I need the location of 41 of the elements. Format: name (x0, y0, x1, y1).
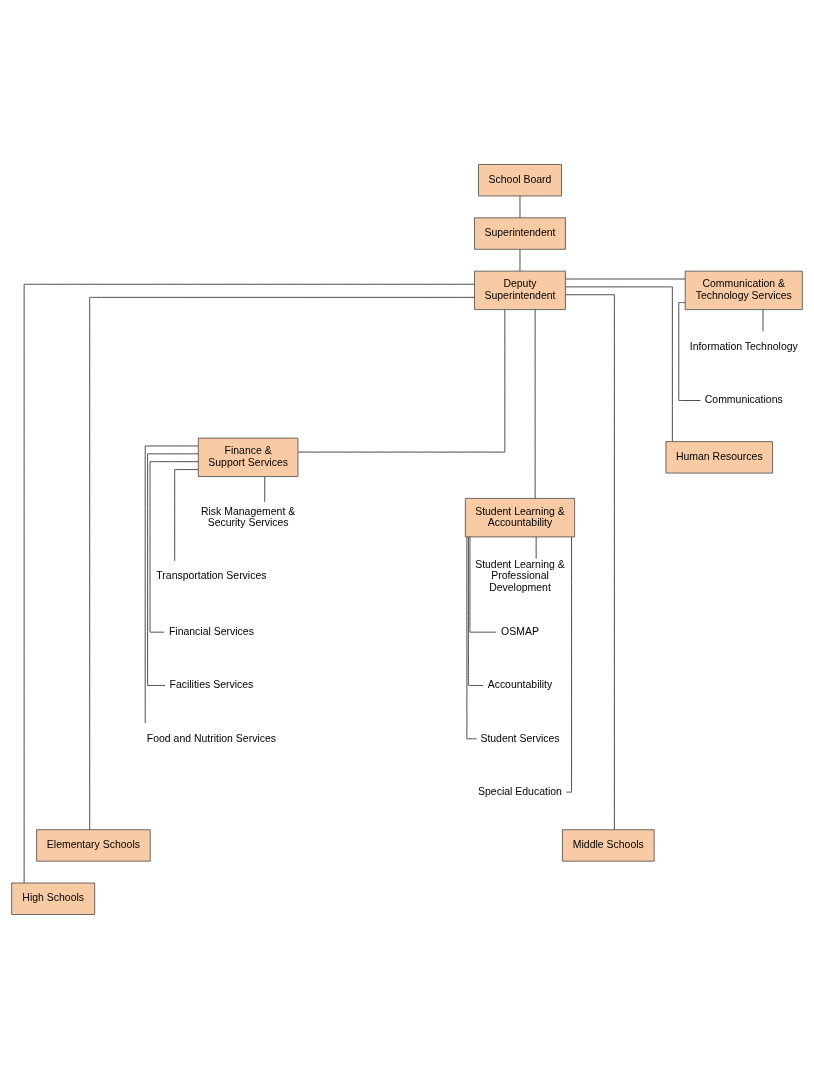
connector (535, 536, 537, 559)
connector (565, 285, 673, 442)
connector (297, 308, 506, 453)
connector (149, 460, 199, 633)
node-box: Elementary Schools (36, 828, 151, 862)
connector (147, 452, 199, 686)
connector (519, 248, 521, 271)
connector (762, 308, 764, 332)
node-text: Special Education (478, 785, 562, 797)
connector (519, 195, 521, 218)
connector (174, 468, 199, 561)
connector (565, 293, 615, 830)
connector (469, 536, 497, 633)
node-text: Communications (704, 393, 783, 405)
node-text: OSMAP (501, 625, 539, 637)
node-text: Facilities Services (169, 678, 254, 690)
node-text: Student Learning & Professional Development (475, 558, 565, 593)
node-text: Financial Services (168, 625, 254, 637)
node-box: Superintendent (474, 216, 566, 250)
node-text: Information Technology (689, 340, 798, 352)
node-box: Communication & Technology Services (684, 270, 803, 310)
node-text: Risk Management & Security Services (200, 505, 296, 528)
connector (678, 301, 701, 401)
node-text: Student Services (480, 732, 560, 744)
node-box: Student Learning & Accountability (464, 497, 576, 537)
node-text: Accountability (487, 678, 553, 690)
connector (534, 308, 536, 499)
node-box: Deputy Superintendent (474, 270, 566, 310)
connector (565, 278, 686, 279)
node-box: High Schools (11, 882, 96, 915)
node-box: Middle Schools (561, 828, 655, 862)
connector (264, 475, 266, 502)
node-text: Transportation Services (156, 569, 267, 581)
connector (467, 535, 484, 686)
node-box: School Board (478, 163, 562, 196)
connector (89, 296, 475, 830)
connector (23, 283, 475, 883)
node-text: Food and Nutrition Services (146, 732, 277, 744)
node-box: Finance & Support Services (197, 437, 299, 477)
connector (144, 445, 199, 723)
node-box: Human Resources (665, 440, 774, 473)
